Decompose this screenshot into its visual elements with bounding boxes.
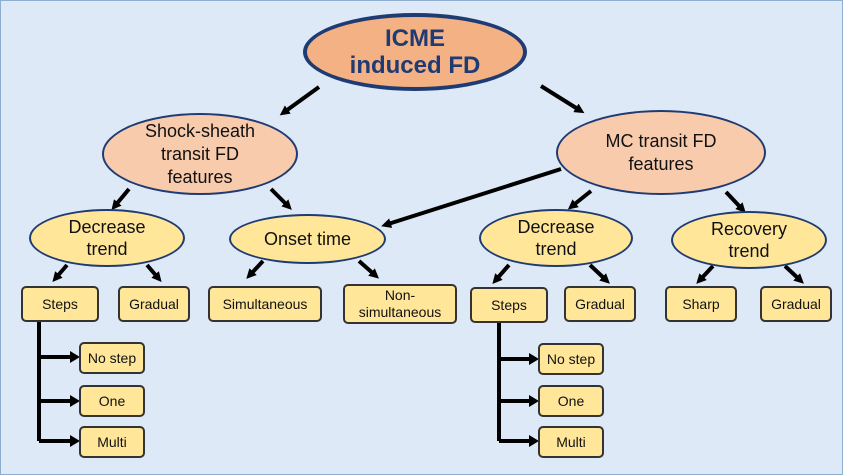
arrow-onset-to-non-simultaneous [357,259,379,279]
box-gradual-right: Gradual [564,286,636,322]
arrow-recovery-to-sharp [696,264,715,284]
box-sharp-label: Sharp [682,295,720,312]
box-gradual-recovery: Gradual [760,286,832,322]
box-simultaneous-label: Simultaneous [222,295,308,312]
bracket-right [497,321,530,443]
box-steps-right: Steps [470,287,548,323]
box-one-left: One [79,385,145,417]
box-steps-right-label: Steps [491,296,527,313]
node-decrease-trend-left-label: Decrease trend [68,217,146,259]
box-gradual-right-label: Gradual [575,295,625,312]
arrowhead-one-left [70,395,80,407]
box-multi-right-label: Multi [556,433,586,450]
arrow-mc-to-onset [381,167,562,228]
arrow-decrease-to-steps-left [52,263,69,283]
arrow-shock-to-onset [269,187,292,210]
arrowhead-multi-right [529,435,539,447]
arrow-decrease-to-gradual-right [588,263,610,284]
node-icme-induced-fd: ICME induced FD [303,13,527,91]
node-decrease-trend-right: Decrease trend [479,209,633,267]
box-gradual-recovery-label: Gradual [771,295,821,312]
node-recovery-trend-label: Recovery trend [710,219,788,261]
box-multi-right: Multi [538,426,604,458]
node-icme-induced-fd-label: ICME induced FD [349,25,481,79]
node-shock-sheath: Shock-sheath transit FD features [102,113,298,195]
box-sharp: Sharp [665,286,737,322]
node-recovery-trend: Recovery trend [671,211,827,269]
box-steps-left-label: Steps [42,295,78,312]
box-gradual-left-label: Gradual [129,295,179,312]
node-decrease-trend-right-label: Decrease trend [517,217,595,259]
box-no-step-left: No step [79,342,145,374]
box-one-right: One [538,385,604,417]
arrowhead-one-right [529,395,539,407]
node-onset-time-label: Onset time [263,229,352,249]
arrow-decrease-to-gradual-left [145,263,162,283]
node-decrease-trend-left: Decrease trend [29,209,185,267]
arrow-root-to-shock [279,85,321,116]
box-simultaneous: Simultaneous [208,286,322,322]
arrowhead-no-step-left [70,351,80,363]
arrow-onset-to-simultaneous [246,259,265,279]
arrow-root-to-mc [539,84,585,114]
node-mc-transit: MC transit FD features [556,110,766,195]
box-no-step-left-label: No step [87,349,137,366]
box-gradual-left: Gradual [118,286,190,322]
box-non-simultaneous: Non-simultaneous [343,284,457,324]
node-onset-time: Onset time [229,214,386,264]
box-multi-left: Multi [79,426,145,458]
bracket-left [37,321,71,443]
arrow-mc-to-recovery [724,190,746,213]
box-one-left-label: One [98,392,126,409]
node-shock-sheath-label: Shock-sheath transit FD features [144,120,256,187]
box-one-right-label: One [557,392,585,409]
arrowhead-multi-left [70,435,80,447]
arrow-decrease-to-steps-right [492,263,511,285]
box-steps-left: Steps [21,286,99,322]
arrow-shock-to-decrease [111,187,131,211]
box-non-simultaneous-label: Non-simultaneous [358,287,442,320]
box-multi-left-label: Multi [97,433,127,450]
arrowhead-no-step-right [529,353,539,365]
node-mc-transit-label: MC transit FD features [605,130,717,174]
arrow-recovery-to-gradual [783,264,804,284]
arrow-mc-to-decrease [567,189,593,210]
box-no-step-right-label: No step [546,350,596,367]
box-no-step-right: No step [538,343,604,375]
